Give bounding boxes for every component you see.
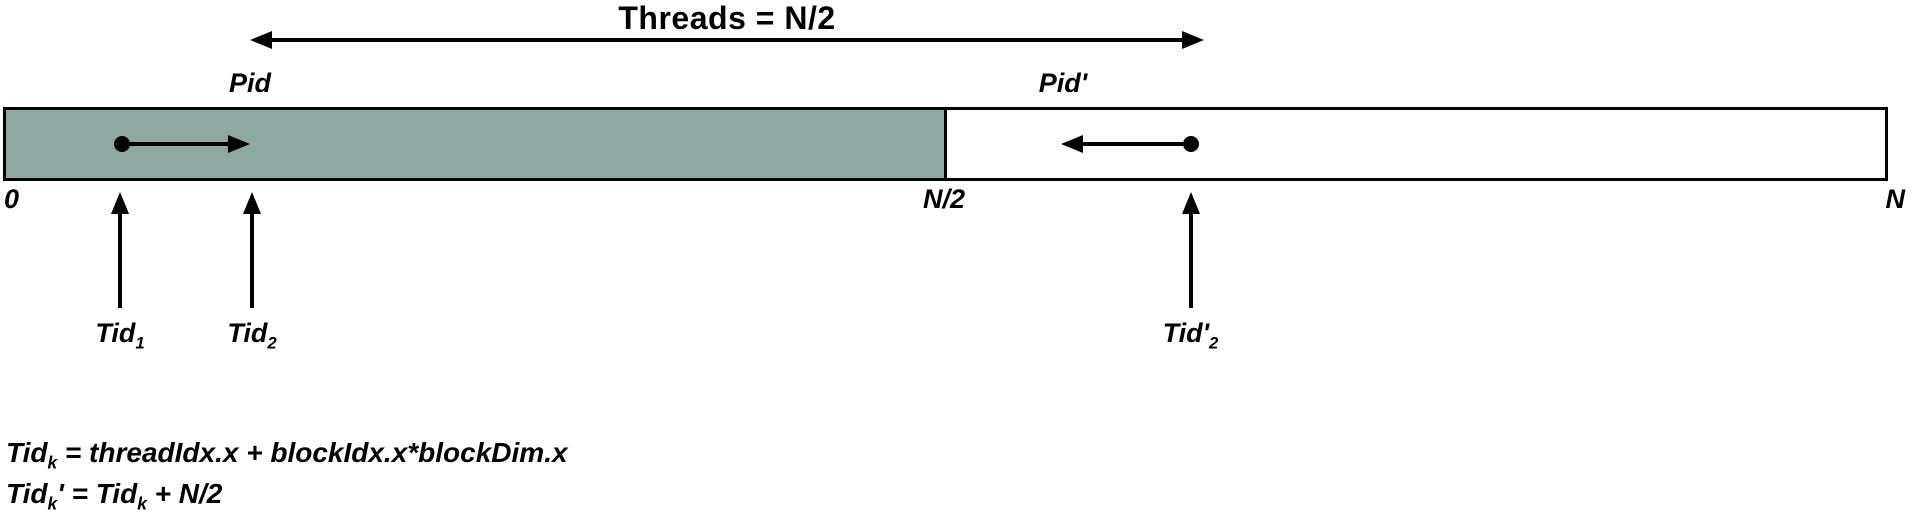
tid2-prime-base: Tid' [1162, 318, 1210, 348]
formula2-part1: Tid [6, 478, 48, 509]
array-bar [3, 107, 1888, 181]
tick-label-zero: 0 [4, 184, 20, 214]
tid1-sub: 1 [135, 333, 145, 353]
formula2-sub2: k [137, 493, 147, 514]
formula1-sub1: k [47, 452, 58, 473]
arrowhead-left-icon [250, 31, 272, 49]
tid2-prime-sub: 2 [1209, 333, 1219, 353]
formula2-sub1: k [47, 493, 58, 514]
pid-prime-label: Pid' [1038, 68, 1088, 98]
tid2-base: Tid [227, 318, 268, 348]
tick-label-n: N [1885, 184, 1906, 214]
arrowhead-up-icon [243, 192, 261, 214]
tid2-sub: 2 [267, 333, 277, 353]
formula2-part2: ' = Tid [57, 478, 138, 509]
pid-label: Pid [228, 68, 271, 98]
arrowhead-up-icon [1182, 192, 1200, 214]
arrowhead-right-icon [1182, 31, 1204, 49]
arrowhead-left-icon [1061, 135, 1083, 153]
array-midpoint-divider [944, 110, 947, 178]
tid1-label: Tid1 [60, 318, 180, 353]
threads-count-label: Threads = N/2 [618, 0, 836, 36]
tid2-label: Tid2 [192, 318, 312, 353]
tid1-arrow-shaft [118, 212, 122, 308]
tid2-prime-arrow-shaft [1189, 212, 1193, 308]
arrowhead-right-icon [228, 135, 250, 153]
threads-span-arrow-shaft [268, 38, 1186, 42]
right-arrow-shaft [1081, 142, 1191, 146]
formula1-part2: = threadIdx.x + blockIdx.x*blockDim.x [57, 437, 568, 468]
tid2-prime-element-dot [1183, 136, 1199, 152]
tid2-arrow-shaft [250, 212, 254, 308]
tid2-prime-label: Tid'2 [1128, 318, 1253, 353]
tick-label-n-half: N/2 [922, 184, 966, 214]
formula2-part3: + N/2 [146, 478, 223, 509]
arrowhead-up-icon [111, 192, 129, 214]
tid-prime-formula: Tidk' = Tidk + N/2 [6, 478, 222, 515]
formula1-part1: Tid [6, 437, 48, 468]
left-arrow-shaft [122, 142, 230, 146]
tid-formula: Tidk = threadIdx.x + blockIdx.x*blockDim… [6, 437, 568, 474]
tid1-base: Tid [95, 318, 136, 348]
